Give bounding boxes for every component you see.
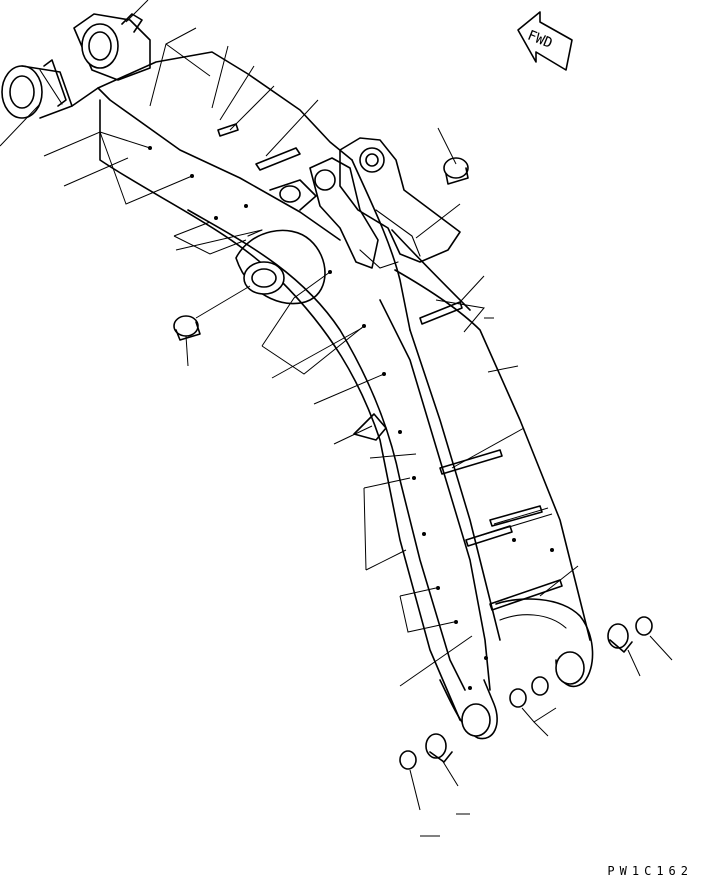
foot-boss-right [73,13,151,81]
forward-arrow-icon: FWD [517,11,573,71]
wear-pads [217,123,563,611]
cylinder-bracket [269,137,461,269]
fwd-label: FWD [525,28,554,52]
bushing-bottom-pair [399,733,453,770]
bushing-lower-pair-b [509,676,549,708]
arm-foot-boss [439,598,594,740]
bushing-left [173,315,201,341]
boom-body [71,51,591,721]
grease-fittings [148,146,554,690]
bushing-lower-pair-a [607,616,653,653]
boom-cylinder-boss [235,229,326,305]
foot-boss-left [1,59,73,119]
leader-lines [0,0,673,837]
bushing-upper [443,157,469,185]
drawing-code: PW1C162 [607,864,693,878]
